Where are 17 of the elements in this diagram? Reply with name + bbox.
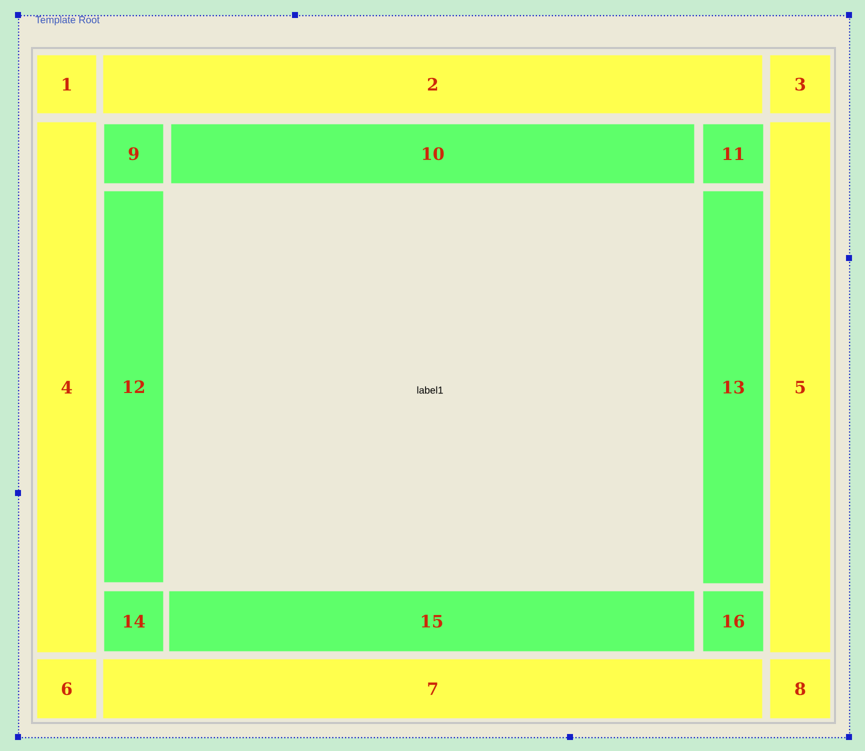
label-text: label1: [417, 386, 443, 394]
layout-cell: 2: [103, 55, 762, 114]
layout-cell: 9: [104, 124, 164, 184]
layout-cell: 12: [104, 191, 164, 582]
layout-cell: 15: [169, 591, 694, 652]
layout-cell: 10: [171, 124, 694, 184]
layout-cell: 8: [770, 659, 830, 718]
layout-cell: 13: [703, 191, 764, 584]
layout-cell: 4: [37, 122, 96, 652]
layout-cell: 3: [770, 55, 830, 114]
layout-cell: 11: [703, 124, 764, 184]
layout-cell: 6: [37, 659, 96, 718]
layout-cell: 7: [103, 659, 762, 718]
layout-cell: 5: [770, 122, 830, 652]
layout-cell: 14: [104, 591, 164, 652]
layout-cell: 1: [37, 55, 96, 114]
layout-cell: 16: [703, 591, 764, 652]
